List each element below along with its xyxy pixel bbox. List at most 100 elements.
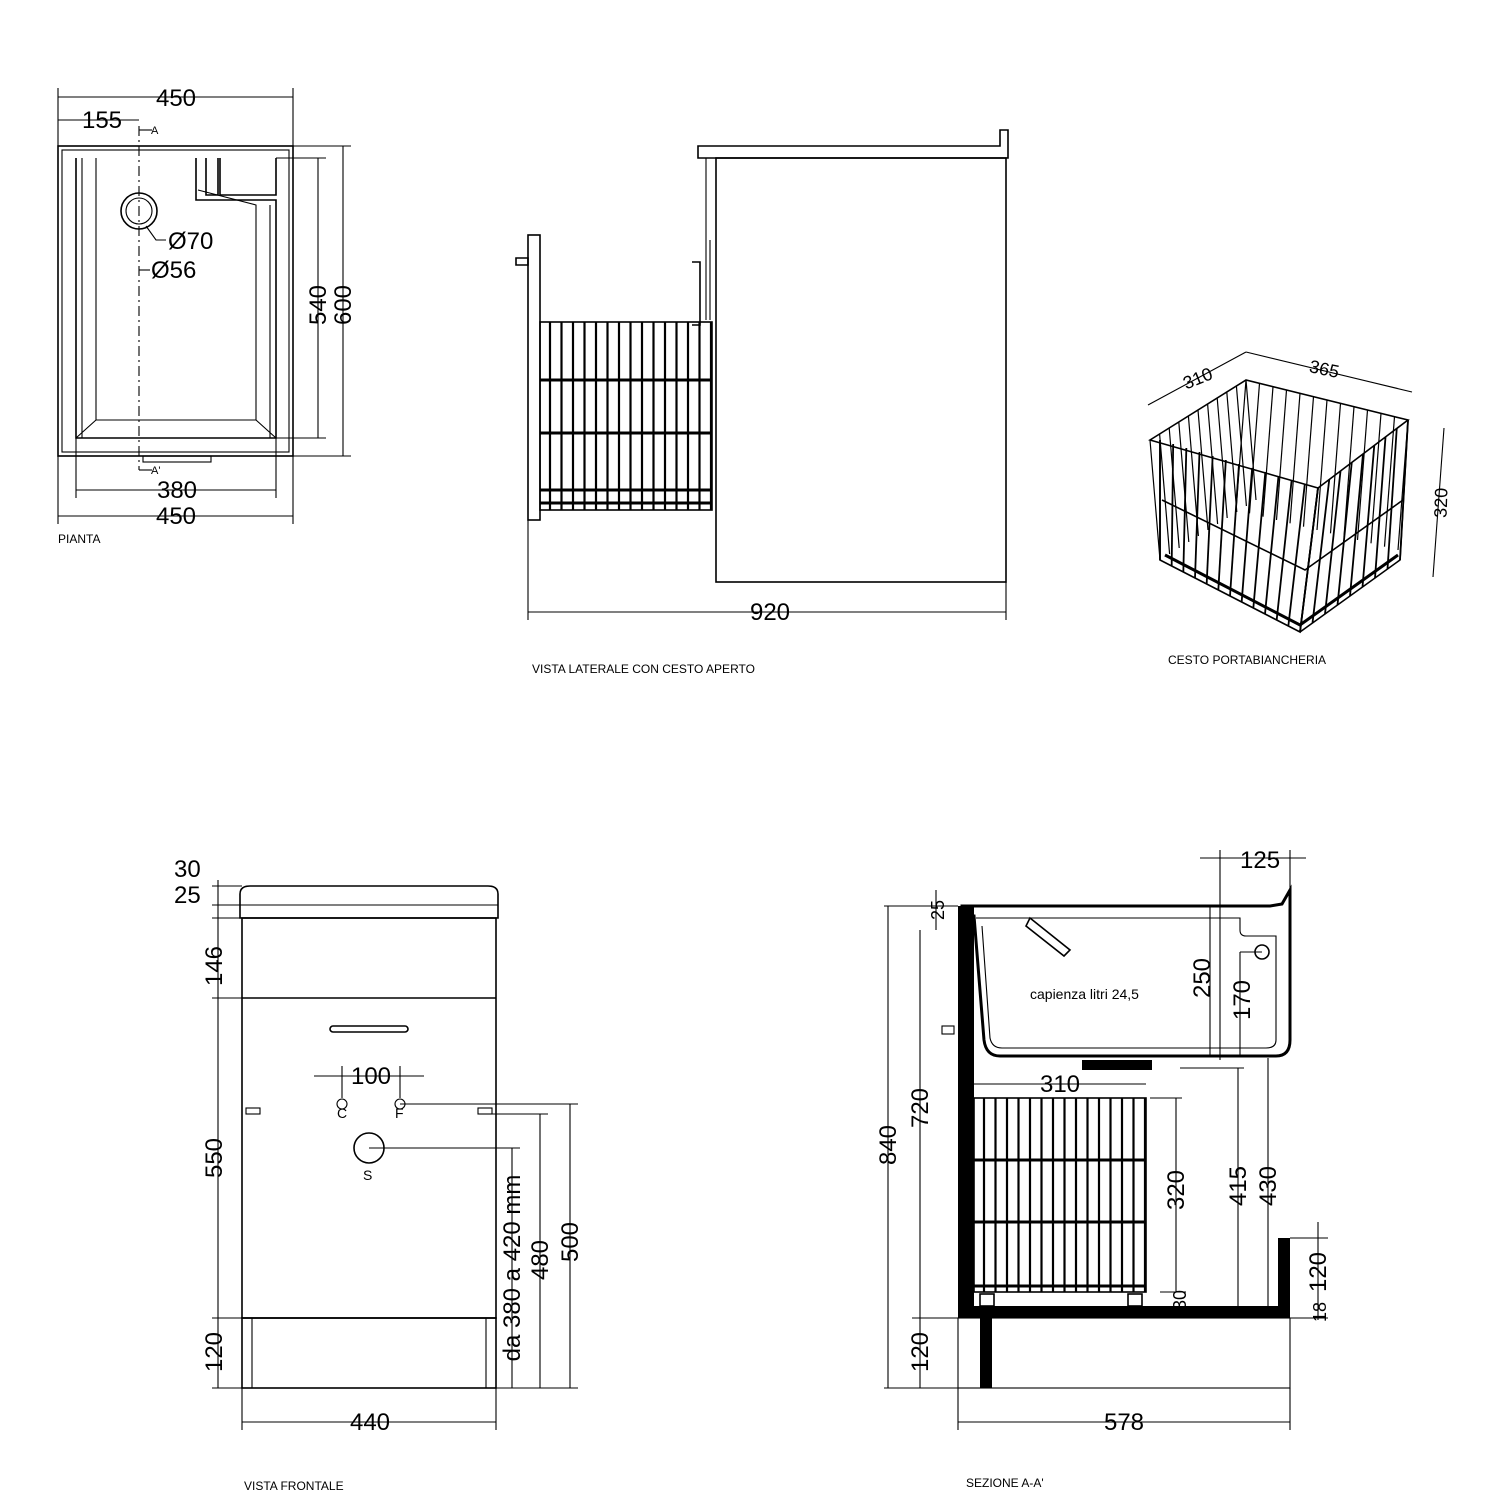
basket-wire: [1240, 467, 1254, 603]
front-dim-120: 120: [201, 1332, 228, 1372]
basket-wire: [1343, 406, 1355, 537]
basket-wire: [1178, 421, 1190, 543]
plan-dim-diam-56: Ø56: [151, 257, 196, 284]
plan-view: A A' 450 155 Ø70 Ø56 380 450 540: [57, 85, 357, 546]
basket-wire: [1149, 439, 1161, 561]
section-basket-foot: [1127, 1293, 1143, 1307]
section-dim-430: 430: [1255, 1166, 1282, 1206]
basket-wire: [1217, 459, 1227, 591]
basket-side-frame: [1299, 419, 1409, 633]
basket-wire: [1245, 379, 1257, 501]
basket-wire: [1262, 386, 1274, 517]
front-dim-146: 146: [201, 946, 228, 986]
plan-outline-inner: [61, 149, 290, 453]
plan-basin-outer: [75, 158, 277, 439]
basket-wire: [1168, 427, 1180, 549]
plan-outline: [57, 145, 294, 457]
section-dim-120-left: 120: [907, 1332, 934, 1372]
side-basket: [539, 321, 713, 511]
side-cabinet: [715, 157, 1007, 583]
plan-dim-380: 380: [157, 477, 197, 504]
basket-wire: [1361, 445, 1376, 588]
basket-dim-310-line: [1147, 351, 1247, 406]
basket-wire: [1207, 403, 1219, 525]
basket-dim-320-line: [1432, 427, 1445, 578]
basket-wire: [1311, 479, 1331, 624]
section-dim-120-right: 120: [1305, 1252, 1332, 1292]
section-dim-30: 30: [1170, 1290, 1190, 1310]
plan-basin-wall: [81, 158, 271, 438]
front-dim-30: 30: [174, 856, 201, 883]
basket-dim-365: 365: [1307, 356, 1341, 382]
plan-leader-70: [145, 225, 166, 241]
plan-basin-inner: [95, 158, 257, 421]
section-dim-415: 415: [1225, 1166, 1252, 1206]
section-sink-inner: [976, 917, 1277, 1049]
side-view: 920 VISTA LATERALE CON CESTO APERTO: [515, 129, 1009, 676]
front-dim-500: 500: [557, 1222, 584, 1262]
section-plinth: [957, 1317, 1291, 1389]
section-drain-strip: [1082, 1060, 1152, 1070]
basket-wire: [1205, 455, 1214, 585]
front-dim-100: 100: [351, 1063, 391, 1090]
section-plinth-post: [980, 1318, 992, 1388]
side-drawer-knob: [515, 257, 529, 266]
basket-wire: [1235, 379, 1247, 511]
section-knob: [941, 1025, 955, 1035]
front-cold-water-connection: [336, 1098, 348, 1110]
basket-mid-rail: [1161, 499, 1404, 571]
basket-wire: [1316, 399, 1328, 531]
front-label-f: F: [395, 1105, 404, 1121]
basket-dim-365-line: [1245, 351, 1413, 393]
section-dim-25: 25: [928, 900, 948, 920]
section-dim-320: 320: [1163, 1170, 1190, 1210]
front-caption: VISTA FRONTALE: [244, 1479, 344, 1493]
side-top: [697, 129, 1009, 159]
basket-wire: [1159, 433, 1171, 555]
section-sink-outer: [960, 884, 1292, 1058]
plan-caption: PIANTA: [58, 532, 100, 546]
section-caption: SEZIONE A-A': [966, 1476, 1044, 1490]
plan-dim-155: 155: [82, 107, 122, 134]
front-dim-480: 480: [527, 1240, 554, 1280]
basket-dim-310: 310: [1180, 364, 1215, 394]
section-rear-wall: [958, 906, 974, 1318]
front-dim-25: 25: [174, 882, 201, 909]
section-basket: [973, 1097, 1147, 1293]
front-label-s: S: [363, 1167, 372, 1183]
front-dim-550: 550: [201, 1138, 228, 1178]
section-dim-170: 170: [1229, 980, 1256, 1020]
section-front-wall: [1278, 1238, 1290, 1310]
side-caption: VISTA LATERALE CON CESTO APERTO: [532, 662, 755, 676]
plan-dim-450-top: 450: [156, 85, 196, 112]
basket-wire: [1264, 475, 1280, 615]
basket-wire: [1226, 391, 1238, 513]
section-dim-840: 840: [875, 1125, 902, 1165]
section-dim-720: 720: [907, 1088, 934, 1128]
basket-wire: [1216, 397, 1228, 519]
plan-dim-450-bottom: 450: [156, 503, 196, 530]
basket-wire: [1324, 470, 1342, 615]
basket-bottom-rail: [1164, 553, 1399, 627]
basket-wire: [1349, 453, 1364, 597]
plan-dim-diam-70: Ø70: [168, 228, 213, 255]
basket-view: 310 365 320 CESTO PORTABIANCHERIA: [1147, 351, 1452, 667]
basket-front-frame: [1159, 440, 1319, 634]
section-dim-125: 125: [1240, 847, 1280, 874]
section-base: [958, 1306, 1290, 1318]
front-label-c: C: [337, 1105, 347, 1121]
basket-wire: [1302, 396, 1315, 527]
plan-drain-inner: [125, 197, 153, 225]
front-dim-range: da 380 a 420 mm: [499, 1175, 526, 1362]
plan-dim-540: 540: [305, 285, 332, 325]
basket-wire: [1248, 383, 1261, 514]
plan-section-mark-a: A: [151, 125, 159, 137]
front-hinge: [245, 1107, 261, 1115]
basket-wire: [1187, 415, 1199, 537]
side-drawer-front: [527, 234, 541, 521]
basket-wire: [1252, 471, 1267, 609]
plan-basin-corners: [75, 419, 277, 439]
basket-wire: [1182, 447, 1188, 573]
side-basket-wires: [548, 322, 713, 510]
